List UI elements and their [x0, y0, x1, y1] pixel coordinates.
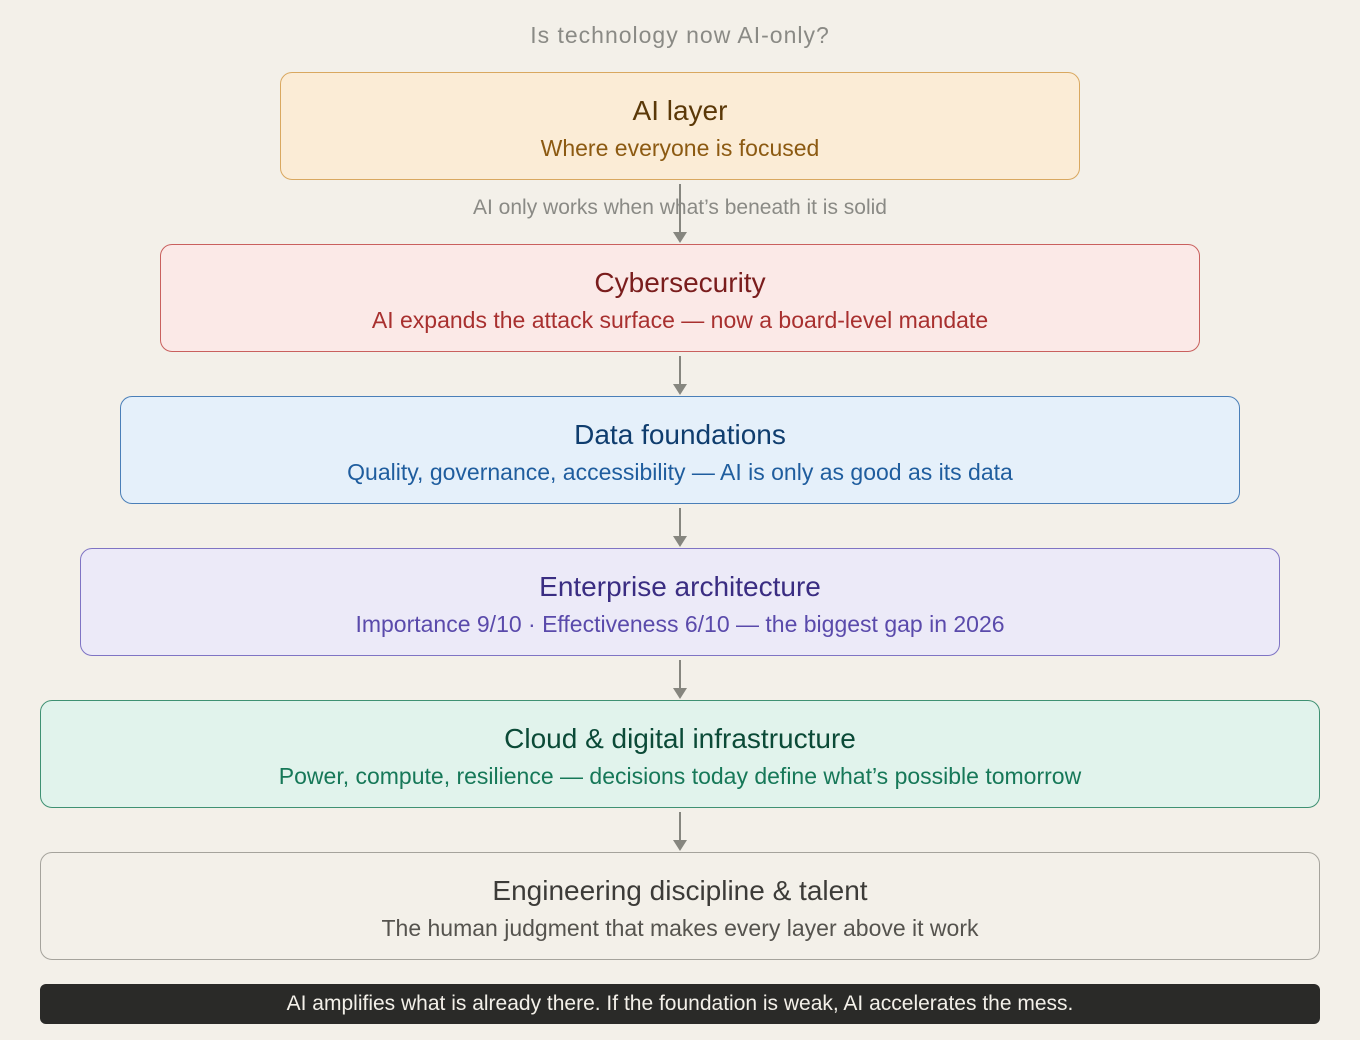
- layer-data-foundations: Data foundations Quality, governance, ac…: [120, 396, 1240, 504]
- layer-title: AI layer: [632, 95, 728, 126]
- layer-title: Cybersecurity: [594, 267, 766, 298]
- diagram-title: Is technology now AI-only?: [530, 22, 830, 48]
- layer-subtitle: AI expands the attack surface — now a bo…: [371, 307, 989, 333]
- layer-title: Engineering discipline & talent: [492, 875, 868, 906]
- connector-arrowhead-5: [673, 840, 687, 851]
- layer-subtitle: Power, compute, resilience — decisions t…: [278, 763, 1082, 789]
- layer-subtitle: Quality, governance, accessibility — AI …: [347, 459, 1013, 485]
- layer-enterprise-architecture: Enterprise architecture Importance 9/10 …: [80, 548, 1280, 656]
- layer-subtitle: Where everyone is focused: [540, 135, 820, 161]
- layer-ai: AI layer Where everyone is focused: [280, 72, 1080, 180]
- connector-annotation: AI only works when what’s beneath it is …: [473, 196, 887, 219]
- layer-title: Cloud & digital infrastructure: [504, 723, 856, 754]
- layer-cybersecurity: Cybersecurity AI expands the attack surf…: [160, 244, 1200, 352]
- layer-engineering-talent: Engineering discipline & talent The huma…: [40, 852, 1320, 960]
- layer-title: Data foundations: [574, 419, 786, 450]
- connector-arrowhead-3: [673, 536, 687, 547]
- layer-title: Enterprise architecture: [539, 571, 821, 602]
- layer-subtitle: Importance 9/10 · Effectiveness 6/10 — t…: [355, 611, 1005, 637]
- footer-banner: AI amplifies what is already there. If t…: [40, 984, 1320, 1024]
- connector-arrowhead-1: [673, 232, 687, 243]
- connector-arrowhead-2: [673, 384, 687, 395]
- layer-cloud-infrastructure: Cloud & digital infrastructure Power, co…: [40, 700, 1320, 808]
- layer-subtitle: The human judgment that makes every laye…: [381, 915, 979, 941]
- connector-arrowhead-4: [673, 688, 687, 699]
